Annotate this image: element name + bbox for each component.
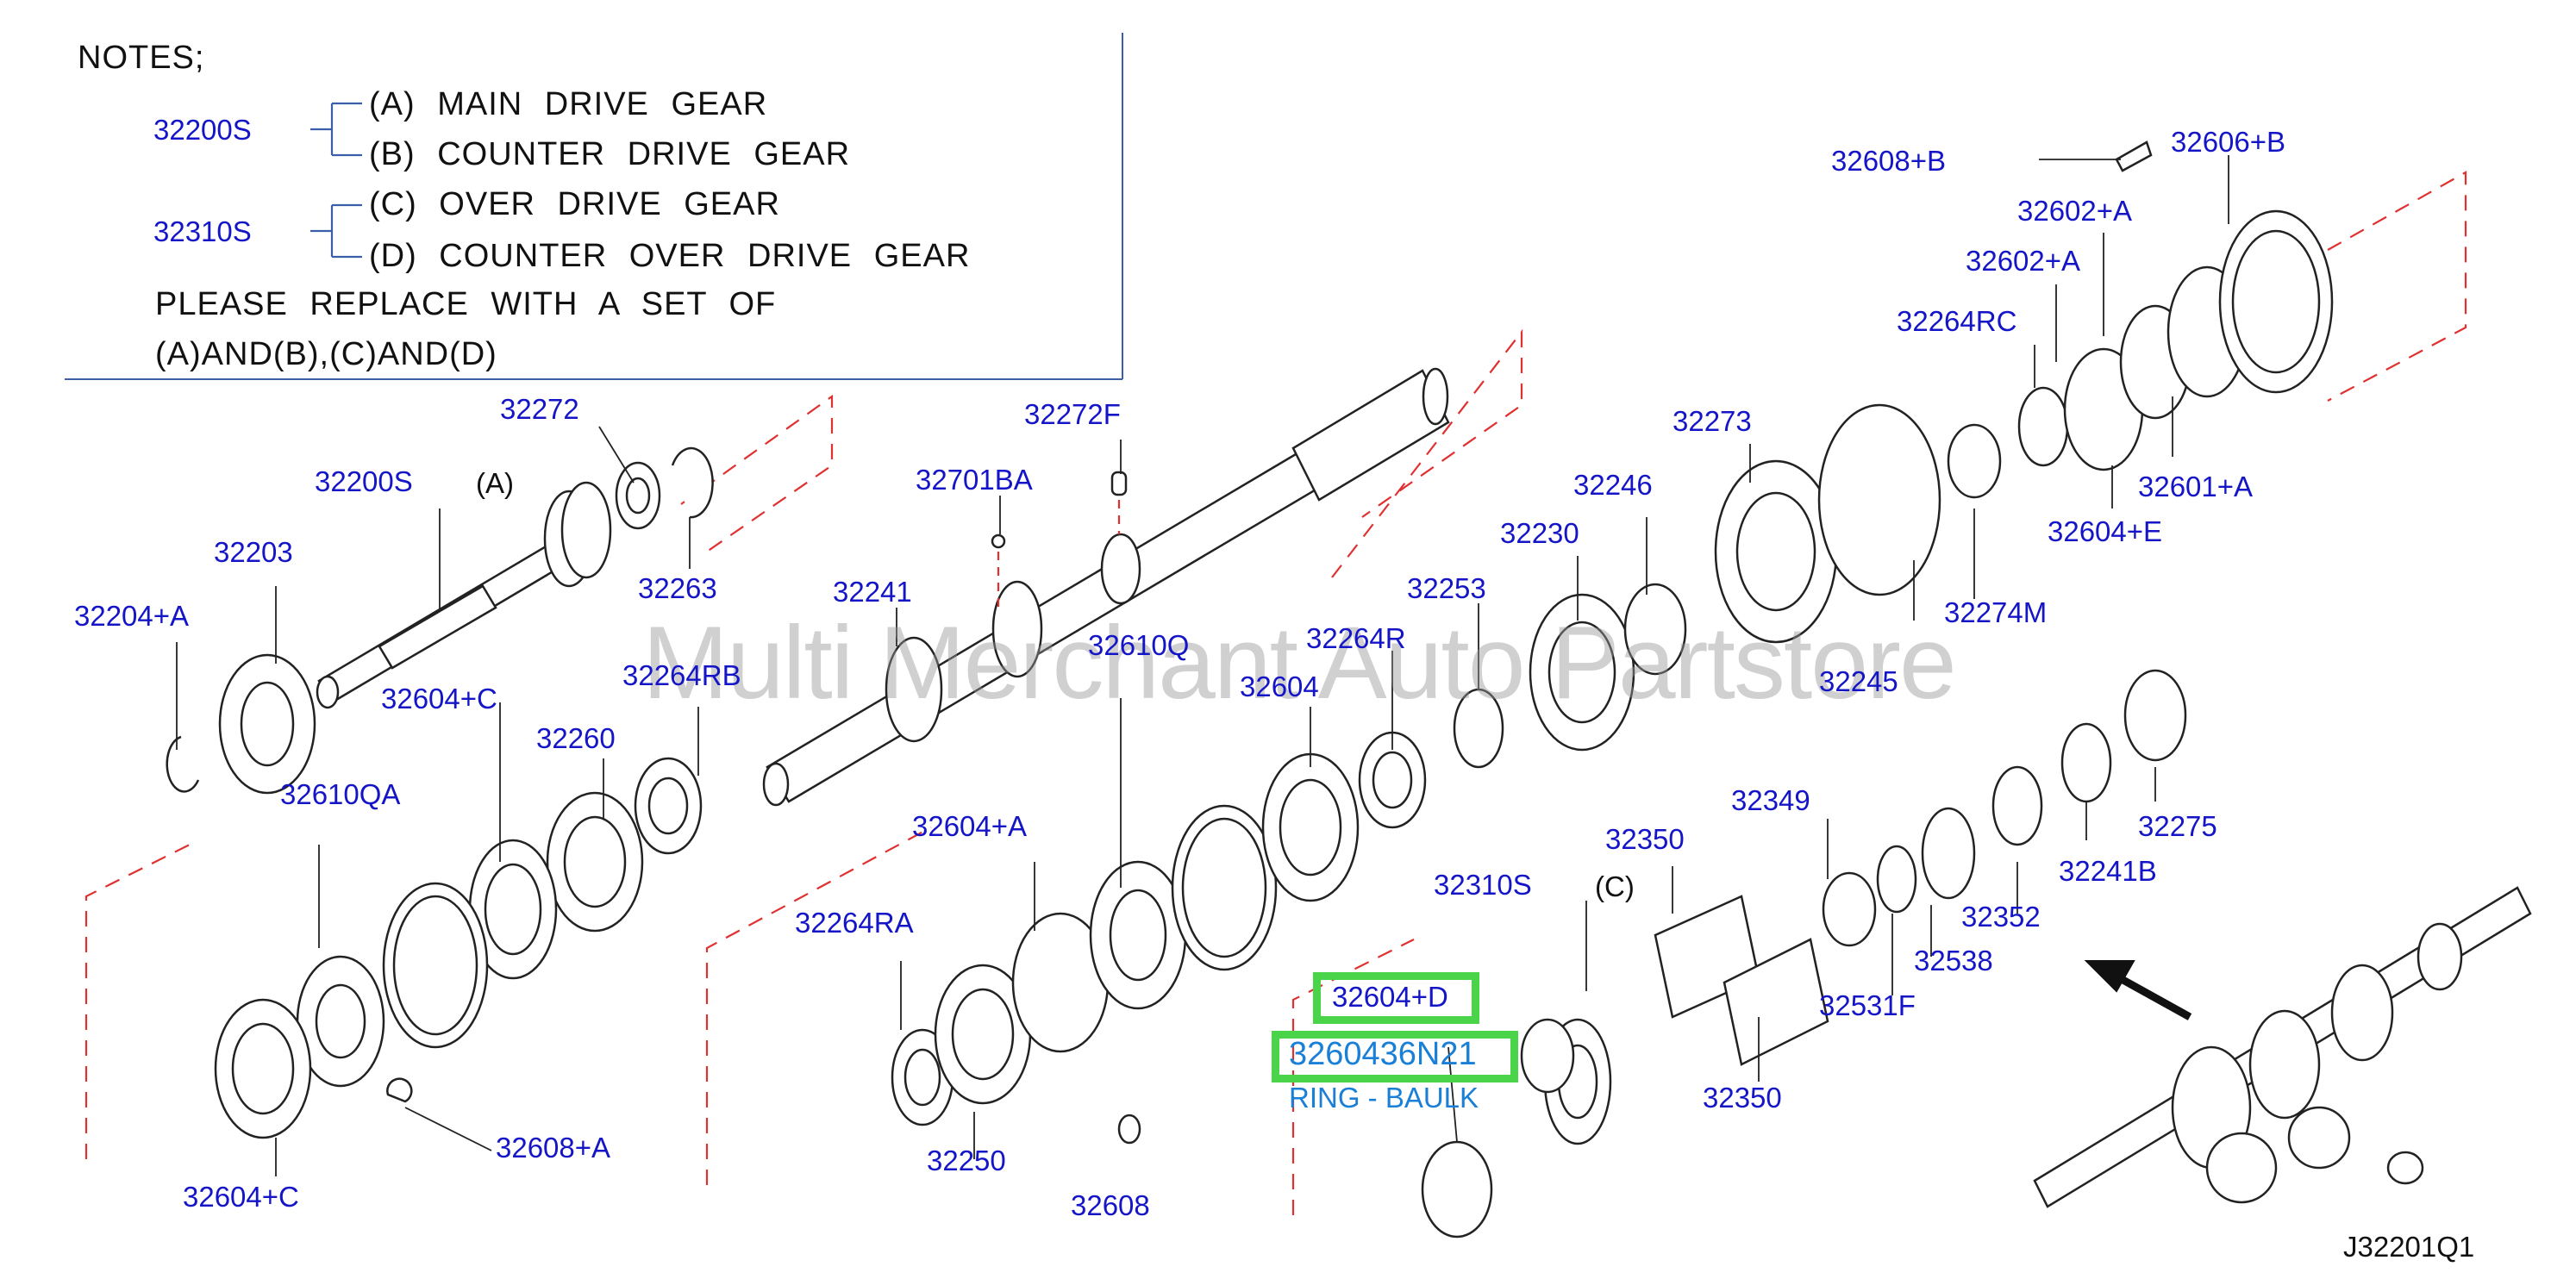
part-label[interactable]: 32203 — [214, 536, 293, 568]
part-label[interactable]: 32310S — [1434, 869, 1532, 901]
highlight-box-part — [1313, 972, 1479, 1024]
part-label[interactable]: 32350 — [1605, 823, 1685, 855]
gear-letter-c: (C) — [1595, 870, 1635, 902]
notes-part-32310S[interactable]: 32310S — [153, 215, 252, 247]
part-label[interactable]: 32245 — [1819, 665, 1898, 697]
part-label[interactable]: 32204+A — [74, 600, 190, 632]
part-label[interactable]: 32604 — [1240, 671, 1319, 702]
part-label[interactable]: 32253 — [1407, 572, 1486, 604]
part-label[interactable]: 32272 — [500, 393, 579, 425]
part-label[interactable]: 32606+B — [2171, 126, 2286, 158]
part-label[interactable]: 32246 — [1573, 469, 1653, 501]
notes-part-32200S[interactable]: 32200S — [153, 114, 252, 146]
part-label[interactable]: 32349 — [1731, 784, 1810, 816]
part-label[interactable]: 32350 — [1703, 1082, 1782, 1114]
part-label[interactable]: 32538 — [1914, 945, 1993, 976]
part-label[interactable]: 32272F — [1024, 398, 1121, 430]
highlight-oem-number[interactable]: 3260436N21 — [1289, 1036, 1477, 1072]
part-label[interactable]: 32260 — [536, 722, 616, 754]
part-label[interactable]: 32241 — [833, 576, 912, 608]
highlight-box-oem — [1272, 1031, 1518, 1082]
part-label[interactable]: 32608+B — [1831, 145, 1947, 177]
part-label[interactable]: 32701BA — [916, 464, 1033, 496]
part-label[interactable]: 32263 — [638, 572, 717, 604]
notes-item-a: (A) MAIN DRIVE GEAR — [369, 86, 768, 122]
notes-item-b: (B) COUNTER DRIVE GEAR — [369, 136, 851, 172]
notes-item-c: (C) OVER DRIVE GEAR — [369, 186, 780, 222]
part-label[interactable]: 32610QA — [280, 778, 401, 810]
part-label[interactable]: 32602+A — [2017, 195, 2133, 227]
highlight-description: RING - BAULK — [1289, 1082, 1479, 1114]
part-label[interactable]: 32604+C — [381, 683, 497, 714]
part-label[interactable]: 32264RB — [622, 659, 741, 691]
watermark: Multi Merchant Auto Partstore — [642, 605, 1957, 721]
part-label[interactable]: 32608+A — [496, 1132, 611, 1164]
part-label[interactable]: 32273 — [1673, 405, 1752, 437]
part-label[interactable]: 32602+A — [1966, 245, 2081, 277]
part-label[interactable]: 32250 — [927, 1145, 1006, 1176]
part-label[interactable]: 32608 — [1071, 1189, 1150, 1221]
notes-instruction-2: (A)AND(B),(C)AND(D) — [155, 336, 497, 372]
gear-letter-a: (A) — [476, 467, 514, 499]
part-label[interactable]: 32275 — [2138, 810, 2217, 842]
part-label[interactable]: 32531F — [1819, 989, 1916, 1021]
part-label[interactable]: 32610Q — [1088, 629, 1190, 661]
part-label[interactable]: 32601+A — [2138, 471, 2254, 502]
part-label[interactable]: 32230 — [1500, 517, 1579, 549]
part-label[interactable]: 32604+C — [183, 1181, 299, 1213]
notes-instruction-1: PLEASE REPLACE WITH A SET OF — [155, 286, 777, 322]
part-label[interactable]: 32604+A — [912, 810, 1028, 842]
part-label[interactable]: 32264R — [1306, 622, 1406, 654]
notes-item-d: (D) COUNTER OVER DRIVE GEAR — [369, 238, 971, 274]
part-label[interactable]: 32241B — [2059, 855, 2157, 887]
notes-heading: NOTES; — [78, 40, 205, 76]
part-label[interactable]: 32264RC — [1897, 305, 2017, 337]
part-label[interactable]: 32352 — [1961, 901, 2041, 933]
part-label[interactable]: 32264RA — [795, 907, 914, 939]
part-label[interactable]: 32604+E — [2048, 515, 2163, 547]
part-label[interactable]: 32200S — [315, 465, 413, 497]
highlight-part-number[interactable]: 32604+D — [1332, 981, 1448, 1013]
diagram-code: J32201Q1 — [2343, 1231, 2475, 1263]
part-label[interactable]: 32274M — [1944, 596, 2048, 628]
